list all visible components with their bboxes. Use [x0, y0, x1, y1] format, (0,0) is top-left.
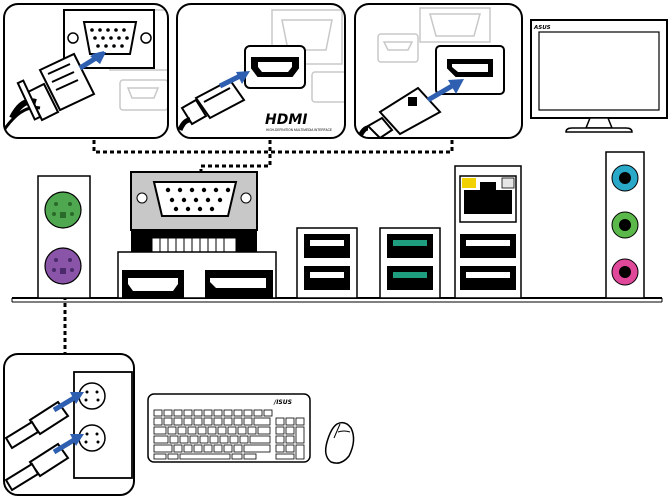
rear-io-panel [11, 151, 663, 303]
vga-inset-frame [3, 3, 169, 139]
ps2-connection-inset [4, 354, 134, 495]
monitor-brand-logo: ASUS [533, 25, 551, 31]
hdmi-plug-icon [177, 78, 246, 131]
lan-usb-port-stack [454, 165, 522, 299]
ps2-port-stack [37, 175, 91, 299]
hdmi-logo: HDMI [265, 112, 307, 128]
hdmi-arrow-icon [218, 71, 250, 89]
keyboard-icon: /ISUS [147, 393, 311, 463]
audio-jack-stack [605, 151, 645, 299]
ps2-keyboard-port[interactable] [44, 247, 82, 285]
hdmi-port[interactable] [122, 270, 184, 298]
mouse-icon [324, 421, 355, 464]
vga-port[interactable] [136, 181, 252, 217]
vga-port-icon [63, 9, 155, 69]
vga-arrow-icon [78, 51, 106, 71]
ps2-inset-mouse-port-icon [78, 382, 106, 410]
hdmi-port-icon [244, 45, 306, 89]
displayport-inset-frame [354, 3, 523, 139]
hdmi-inset-frame [176, 3, 346, 139]
usb3-port-stack [379, 227, 441, 299]
ps2-inset-frame [3, 353, 135, 496]
ps2-mouse-port[interactable] [44, 191, 82, 229]
displayport-port[interactable] [205, 270, 273, 298]
vga-connection-inset [4, 4, 168, 138]
ps2-inset-keyboard-port-icon [78, 424, 106, 452]
hdmi-logo-tagline: HIGH-DEFINITION MULTIMEDIA INTERFACE [266, 128, 332, 132]
displayport-connection-inset [355, 4, 522, 138]
ps2-arrow-icons [52, 392, 84, 455]
keyboard-brand-logo: /ISUS [273, 399, 292, 406]
displayport-arrow-icon [426, 79, 464, 103]
monitor-icon: ASUS [530, 19, 668, 133]
hdmi-connection-inset: HDMI HIGH-DEFINITION MULTIMEDIA INTERFAC… [177, 4, 345, 138]
lan-port[interactable] [459, 175, 517, 223]
usb2-port-stack [296, 227, 358, 299]
video-port-stack [117, 171, 277, 299]
